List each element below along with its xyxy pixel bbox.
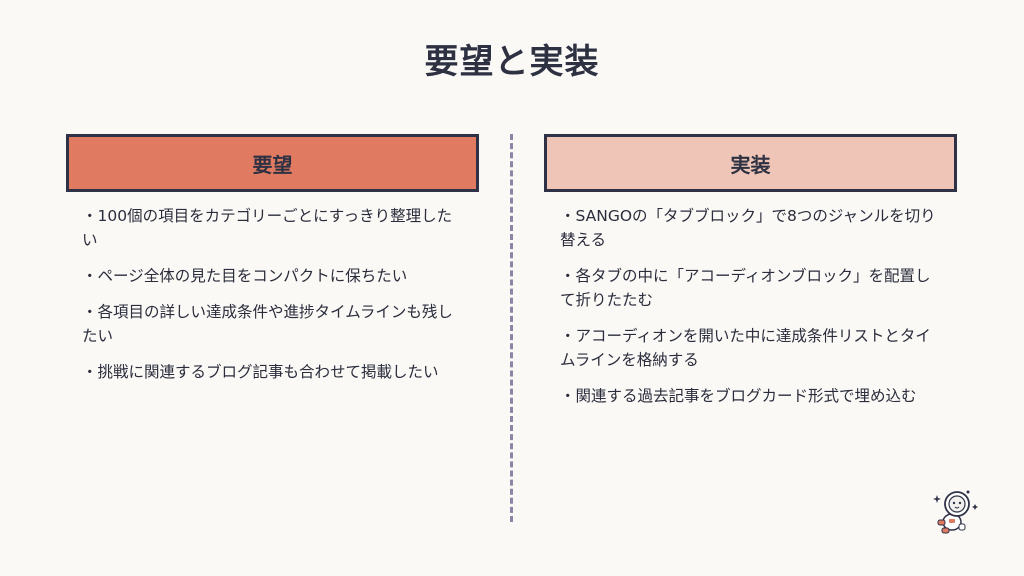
list-item: ・関連する過去記事をブログカード形式で埋め込む [560,387,917,405]
requirements-list: ・100個の項目をカテゴリーごとにすっきり整理したい ・ページ全体の見た目をコン… [82,204,462,384]
page-title: 要望と実装 [424,42,600,82]
list-item: ・SANGOの「タブブロック」で8つのジャンルを切り替える [560,207,936,249]
implementation-list: ・SANGOの「タブブロック」で8つのジャンルを切り替える ・各タブの中に「アコ… [560,204,940,408]
list-item: ・各タブの中に「アコーディオンブロック」を配置して折りたたむ [560,267,931,309]
list-item: ・各項目の詳しい達成条件や進捗タイムラインも残したい [82,303,453,345]
column-divider [510,134,513,522]
astronaut-mascot-icon [928,484,982,538]
list-item: ・挑戦に関連するブログ記事も合わせて掲載したい [82,363,439,381]
requirements-header: 要望 [66,134,479,192]
list-item: ・ページ全体の見た目をコンパクトに保ちたい [82,267,408,285]
implementation-column: 実装 ・SANGOの「タブブロック」で8つのジャンルを切り替える ・各タブの中に… [544,134,957,420]
list-item: ・100個の項目をカテゴリーごとにすっきり整理したい [82,207,453,249]
list-item: ・アコーディオンを開いた中に達成条件リストとタイムラインを格納する [560,327,931,369]
implementation-header: 実装 [544,134,957,192]
requirements-column: 要望 ・100個の項目をカテゴリーごとにすっきり整理したい ・ページ全体の見た目… [66,134,479,396]
